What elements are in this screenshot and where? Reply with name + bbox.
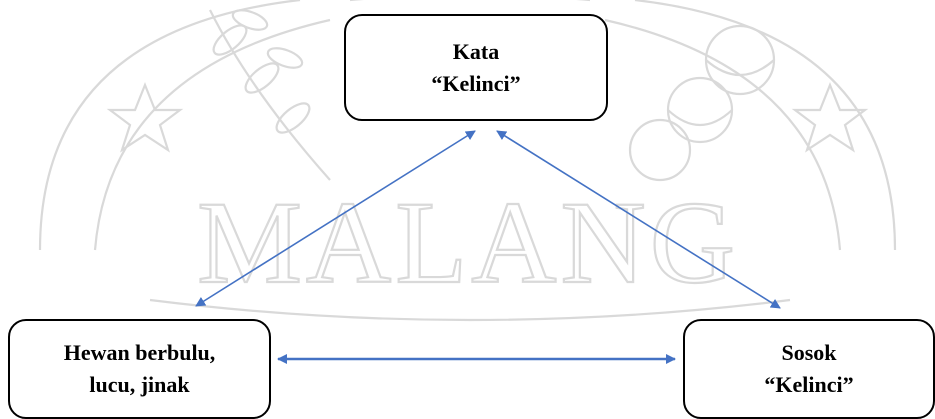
node-top-line1: Kata (452, 38, 500, 64)
node-right-line1: Sosok (781, 340, 837, 365)
node-left-line1: Hewan berbulu, (63, 340, 216, 365)
node-kata-kelinci: Kata “Kelinci” (344, 14, 608, 121)
node-hewan-berbulu: Hewan berbulu, lucu, jinak (8, 319, 271, 419)
node-top-line2: “Kelinci” (431, 70, 521, 96)
watermark-text: MALANG (197, 177, 739, 308)
node-right-line2: “Kelinci” (764, 372, 854, 397)
node-sosok-kelinci: Sosok “Kelinci” (683, 319, 935, 419)
node-left-line2: lucu, jinak (89, 372, 190, 397)
